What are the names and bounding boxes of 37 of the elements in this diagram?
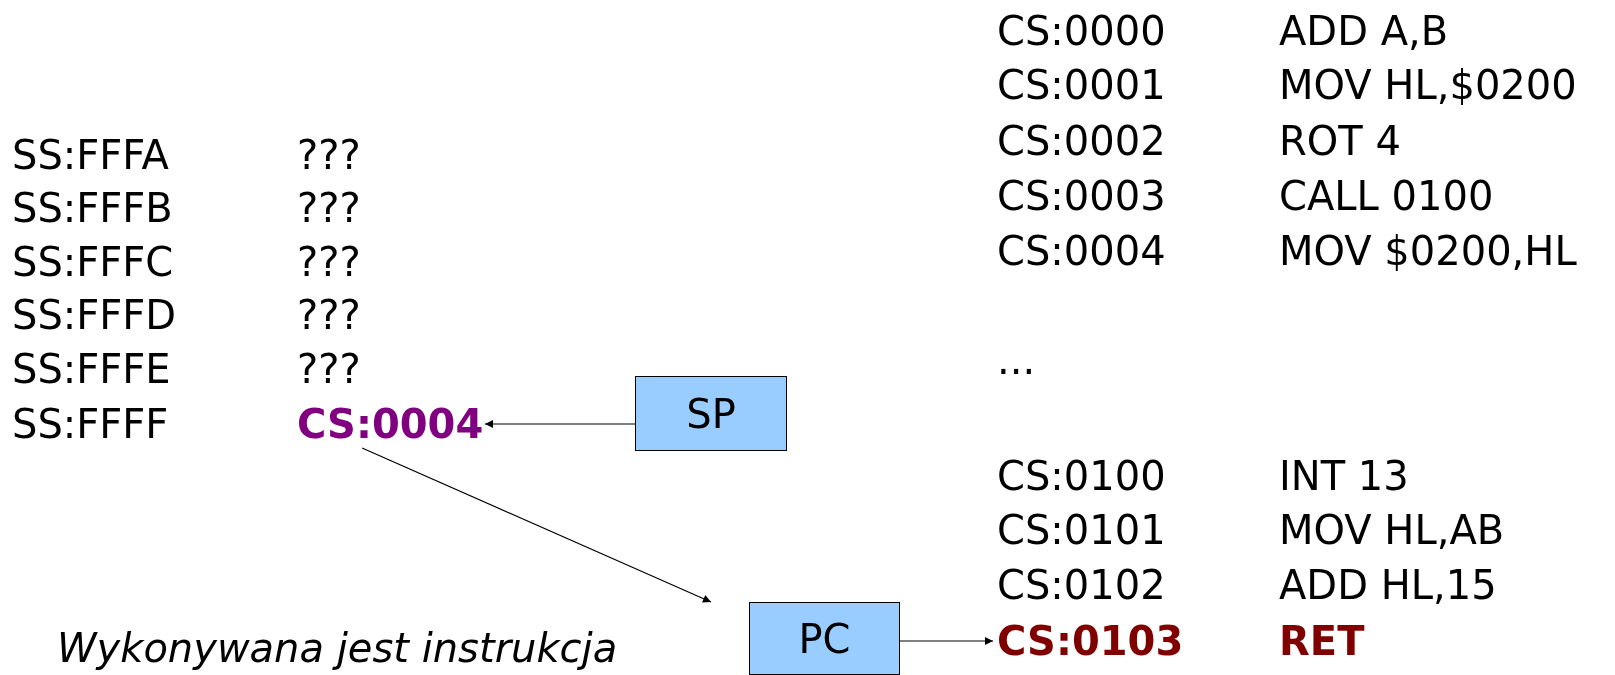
memory-text: CS:0100 bbox=[997, 456, 1166, 496]
memory-text: ... bbox=[997, 340, 1036, 380]
memory-text: CS:0001 bbox=[997, 65, 1166, 105]
memory-text: MOV $0200,HL bbox=[1279, 231, 1577, 271]
arrow bbox=[899, 637, 994, 645]
memory-text: SS:FFFC bbox=[12, 242, 174, 282]
arrow bbox=[484, 420, 636, 428]
memory-text: ??? bbox=[297, 349, 361, 389]
memory-text: CALL 0100 bbox=[1279, 176, 1494, 216]
memory-text: CS:0101 bbox=[997, 510, 1166, 550]
memory-text: ADD HL,15 bbox=[1279, 565, 1497, 605]
memory-text: SS:FFFE bbox=[12, 349, 171, 389]
memory-text: ADD A,B bbox=[1279, 11, 1449, 51]
address-text: CS:0004 bbox=[297, 404, 484, 444]
register-box: SP bbox=[635, 376, 787, 451]
memory-text: RET bbox=[1279, 621, 1365, 661]
memory-text: SS:FFFA bbox=[12, 135, 169, 175]
memory-text: ROT 4 bbox=[1279, 121, 1401, 161]
memory-text: CS:0002 bbox=[997, 121, 1166, 161]
arrow bbox=[361, 447, 712, 603]
note-text: Wykonywana jest instrukcja bbox=[57, 628, 618, 668]
memory-text: SS:FFFD bbox=[12, 295, 177, 335]
memory-text: CS:0003 bbox=[997, 176, 1166, 216]
register-box: PC bbox=[749, 602, 900, 675]
memory-text: ??? bbox=[297, 188, 361, 228]
memory-text: ??? bbox=[297, 242, 361, 282]
memory-text: CS:0102 bbox=[997, 565, 1166, 605]
memory-text: SS:FFFB bbox=[12, 188, 173, 228]
memory-text: MOV HL,AB bbox=[1279, 510, 1505, 550]
memory-text: ??? bbox=[297, 135, 361, 175]
address-text: CS:0103 bbox=[997, 621, 1184, 661]
memory-text: CS:0000 bbox=[997, 11, 1166, 51]
memory-text: MOV HL,$0200 bbox=[1279, 65, 1577, 105]
memory-text: ??? bbox=[297, 295, 361, 335]
memory-text: INT 13 bbox=[1279, 456, 1409, 496]
memory-text: SS:FFFF bbox=[12, 404, 169, 444]
memory-text: CS:0004 bbox=[997, 231, 1166, 271]
